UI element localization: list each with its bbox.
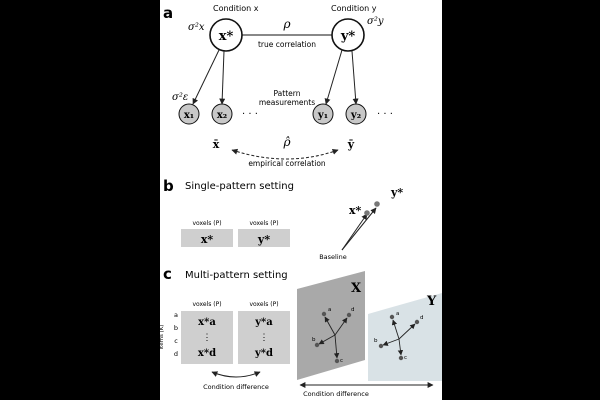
arrow-y-y2 — [351, 50, 359, 105]
condition-x-label: Condition x — [213, 4, 259, 13]
ellipsis-y: · · · — [377, 109, 393, 120]
panel-b-voxels-left: voxels (P) — [192, 220, 221, 227]
panel-a: a Condition x Condition y x* y* σ²x σ²y … — [163, 4, 393, 168]
xbar-symbol: x̄ — [213, 138, 220, 151]
plane-x-point-a — [321, 311, 327, 317]
arrow-y-y1 — [324, 49, 343, 105]
matrix-y-bottom: y*d — [254, 348, 273, 359]
rho-symbol: ρ — [282, 17, 290, 31]
plane-y-label: Y — [426, 294, 437, 309]
arrow-x-x1 — [192, 49, 220, 105]
plane-y-vector-a — [391, 319, 400, 340]
variance-epsilon: σ²ε — [172, 92, 188, 103]
true-correlation-label: true correlation — [258, 40, 316, 49]
panel-b-box-x — [181, 229, 233, 247]
condition-difference-left-label: Condition difference — [203, 383, 269, 391]
baseline-vector-x — [341, 213, 368, 251]
row-label-d: d — [174, 350, 178, 358]
row-label-c: c — [174, 337, 178, 345]
panel-c-voxels-right: voxels (P) — [249, 301, 278, 308]
matrix-y-vdots: ⋮ — [260, 333, 269, 343]
plane-x-label-d: d — [351, 307, 355, 313]
row-label-b: b — [174, 324, 178, 332]
items-axis-label: items (K) — [159, 325, 165, 350]
panel-c-label: c — [163, 265, 172, 283]
panel-b-label: b — [163, 177, 174, 195]
measurement-node-y2 — [345, 103, 367, 125]
measurement-x2-text: x₂ — [217, 110, 227, 121]
pattern-measurements-line2: measurements — [259, 98, 315, 107]
panel-c-title: Multi-pattern setting — [185, 270, 288, 281]
ellipsis-x: · · · — [242, 109, 258, 120]
point-x-label: x* — [349, 204, 362, 217]
plane-y-point-c — [398, 355, 404, 361]
plane-y-point-a — [389, 314, 395, 320]
condition-y-label: Condition y — [331, 4, 377, 13]
panel-b-voxels-right: voxels (P) — [249, 220, 278, 227]
plane-x-vector-c — [333, 334, 340, 359]
plane-x-vector-b — [318, 334, 336, 345]
plane-x-label: X — [351, 281, 362, 296]
plane-x — [297, 271, 365, 380]
plane-x-vector-a — [324, 316, 336, 336]
plane-y-point-d — [414, 319, 420, 325]
matrix-x-top: x*a — [198, 317, 216, 328]
latent-x-text: x* — [219, 29, 234, 44]
latent-y-text: y* — [340, 29, 356, 44]
condition-difference-bottom-label: Condition difference — [303, 390, 369, 398]
panel-b-box-y-text: y* — [257, 233, 270, 246]
measurement-y1-text: y₁ — [317, 110, 328, 121]
empirical-correlation-arc — [231, 148, 339, 160]
row-label-a: a — [174, 311, 178, 319]
plane-y-label-d: d — [420, 315, 424, 321]
baseline-label: Baseline — [319, 253, 347, 261]
baseline-vector-y — [341, 207, 377, 251]
plane-y-vector-d — [398, 323, 416, 340]
plane-y-label-c: c — [404, 355, 407, 361]
pattern-measurements-line1: Pattern — [274, 89, 301, 98]
point-y — [374, 201, 380, 207]
plane-x-label-b: b — [312, 337, 316, 343]
panel-b: b Single-pattern setting voxels (P) voxe… — [163, 177, 403, 261]
point-y-label: y* — [390, 186, 403, 199]
condition-difference-arc — [211, 371, 261, 378]
empirical-correlation-label: empirical correlation — [248, 159, 326, 168]
panel-c-matrix-y — [238, 311, 290, 364]
matrix-x-bottom: x*d — [198, 348, 216, 359]
measurement-y2-text: y₂ — [350, 110, 361, 121]
panel-b-box-x-text: x* — [201, 233, 214, 246]
ybar-symbol: ȳ — [347, 138, 355, 151]
plane-y-vector-b — [382, 338, 400, 346]
measurement-node-x2 — [211, 103, 233, 125]
measurement-x1-text: x₁ — [184, 110, 194, 121]
plane-y-label-b: b — [374, 338, 378, 344]
plane-x-vector-d — [334, 317, 348, 336]
matrix-y-top: y*a — [254, 317, 273, 328]
variance-y: σ²y — [367, 16, 384, 27]
point-x — [364, 210, 370, 216]
plane-x-point-b — [314, 342, 320, 348]
plane-y-point-b — [378, 343, 384, 349]
panel-a-label: a — [163, 4, 173, 22]
matrix-x-vdots: ⋮ — [203, 333, 212, 343]
plane-y-label-a: a — [396, 311, 399, 317]
panel-b-box-y — [238, 229, 290, 247]
plane-x-label-c: c — [340, 358, 343, 364]
plane-x-point-d — [346, 312, 352, 318]
plane-y — [368, 293, 442, 381]
plane-x-label-a: a — [328, 307, 331, 313]
plane-x-point-c — [334, 358, 340, 364]
panel-c-matrix-x — [181, 311, 233, 364]
arrow-x-x2 — [219, 50, 226, 105]
rho-hat-symbol: ρ̂ — [282, 135, 290, 149]
variance-x: σ²x — [188, 22, 205, 33]
panel-c: c Multi-pattern setting voxels (P) voxel… — [159, 265, 442, 398]
plane-y-vector-c — [397, 338, 404, 356]
measurement-node-y1 — [312, 103, 334, 125]
measurement-node-x1 — [178, 103, 200, 125]
panel-b-title: Single-pattern setting — [185, 181, 294, 192]
panel-c-voxels-left: voxels (P) — [192, 301, 221, 308]
